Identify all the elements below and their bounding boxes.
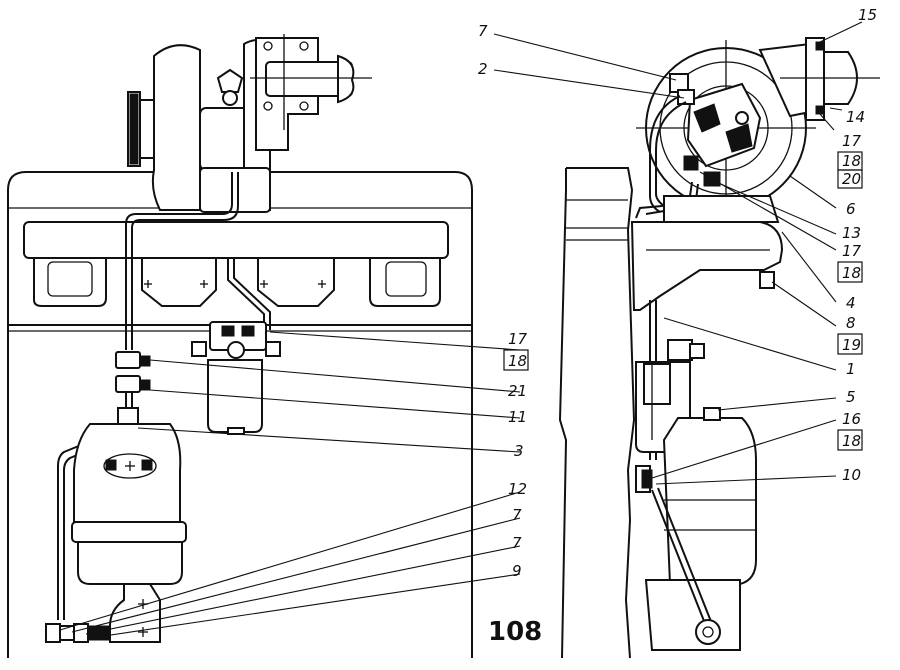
callout-9-left: 9	[512, 562, 522, 580]
callout-10-right: 10	[842, 466, 861, 484]
callout-4-right: 4	[846, 294, 856, 312]
callout-15-right: 15	[858, 6, 877, 24]
callout-20-right: 20	[842, 170, 861, 188]
exhaust-manifold	[23, 221, 449, 259]
callout-7-right: 7	[478, 22, 488, 40]
line-fittings	[115, 351, 151, 427]
callout-17a-right: 17	[842, 132, 862, 150]
callout-13-right: 13	[842, 224, 861, 242]
oil-centrifuge	[71, 423, 187, 643]
callout-17-left: 17	[508, 330, 528, 348]
callout-2-right: 2	[478, 60, 488, 78]
callout-12-left: 12	[508, 480, 527, 498]
callout-6-right: 6	[846, 200, 856, 218]
right-view: 7 2 15 14 17 18 20 6 13 17 18 4 8 19 1 5…	[478, 6, 880, 659]
right-callouts: 7 2 15 14 17 18 20 6 13 17 18 4 8 19 1 5…	[478, 6, 877, 484]
bottom-fittings	[45, 623, 111, 643]
drain-rod	[651, 487, 713, 627]
callout-7b-left: 7	[512, 534, 522, 552]
drain-valve-handle	[695, 619, 721, 645]
centrifuge-side	[662, 417, 757, 585]
block-side-edge	[558, 168, 568, 659]
callout-18a-right: 18	[842, 152, 861, 170]
block-side-outline	[566, 167, 636, 659]
callout-16-right: 16	[842, 410, 861, 428]
callout-18-left: 18	[508, 352, 527, 370]
callout-8-right: 8	[846, 314, 856, 332]
callout-11-left: 11	[508, 408, 527, 426]
manifold-bracket	[630, 221, 784, 311]
callout-3-left: 3	[514, 442, 524, 460]
callout-1-right: 1	[846, 360, 856, 378]
callout-21-left: 21	[508, 382, 527, 400]
manifold-ports	[33, 258, 441, 307]
oil-inlet-fitting	[216, 68, 244, 93]
turbocharger	[127, 34, 372, 213]
callout-18b-right: 18	[842, 264, 861, 282]
figure-number: 108	[488, 617, 542, 647]
callout-5-right: 5	[846, 388, 856, 406]
right-leaders	[493, 21, 863, 485]
callout-18c-right: 18	[842, 432, 861, 450]
callout-17b-right: 17	[842, 242, 862, 260]
left-callouts: 17 18 21 11 3 12 7 7 9	[503, 330, 529, 580]
turbo-side	[636, 37, 880, 216]
callout-7a-left: 7	[512, 506, 522, 524]
left-leaders	[59, 331, 521, 637]
callout-19-right: 19	[842, 336, 861, 354]
oil-filter-small	[191, 321, 281, 435]
compressor-housing	[151, 44, 201, 211]
callout-14-right: 14	[846, 108, 865, 126]
left-view: 17 18 21 11 3 12 7 7 9	[7, 34, 529, 658]
